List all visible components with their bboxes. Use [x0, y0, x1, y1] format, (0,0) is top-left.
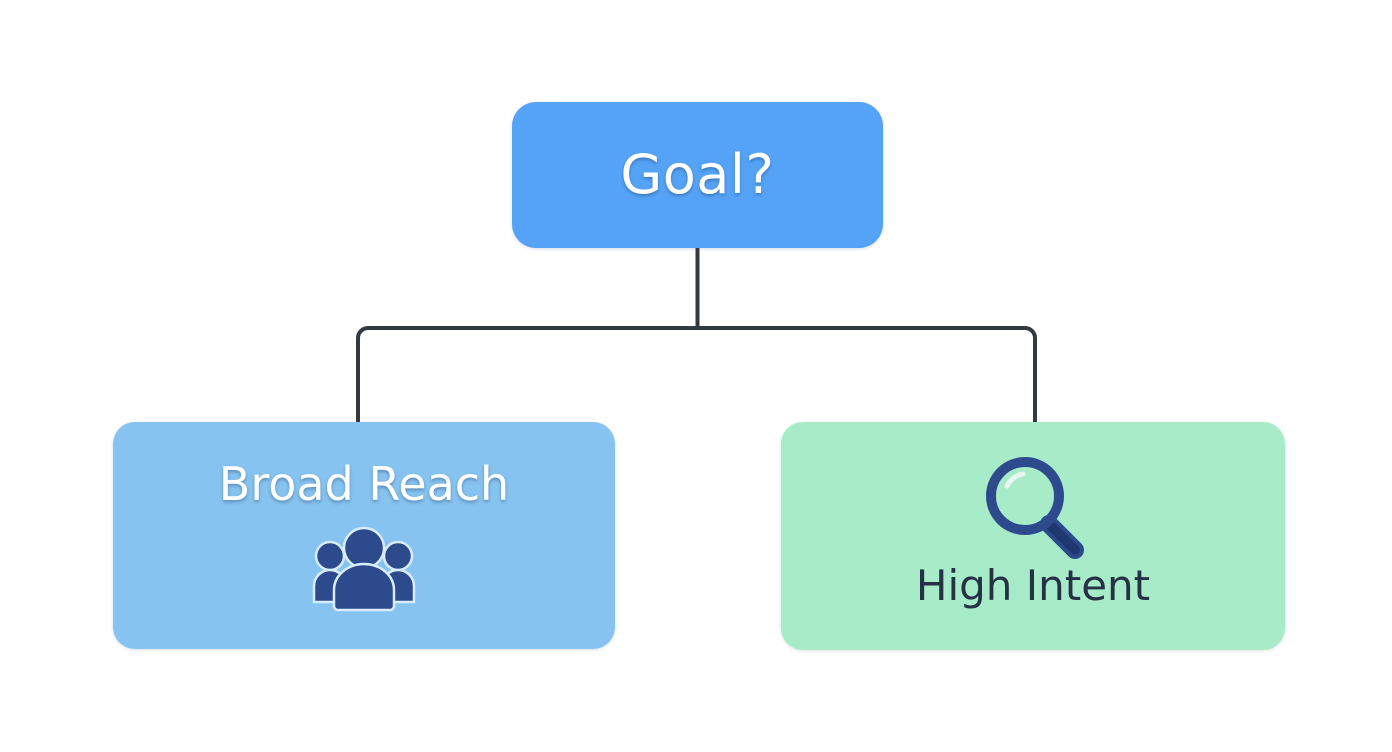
people-group-icon: [308, 526, 420, 614]
node-goal[interactable]: Goal?: [512, 102, 883, 248]
connector-branch-left: [356, 326, 698, 422]
node-high-intent[interactable]: High Intent: [781, 422, 1285, 650]
node-goal-label: Goal?: [620, 142, 775, 206]
node-broad-reach-label: Broad Reach: [218, 457, 510, 511]
node-broad-reach[interactable]: Broad Reach: [113, 422, 615, 649]
node-high-intent-label: High Intent: [915, 561, 1151, 610]
connector-branch-right: [697, 326, 1037, 422]
magnifying-glass-icon: [977, 452, 1089, 560]
